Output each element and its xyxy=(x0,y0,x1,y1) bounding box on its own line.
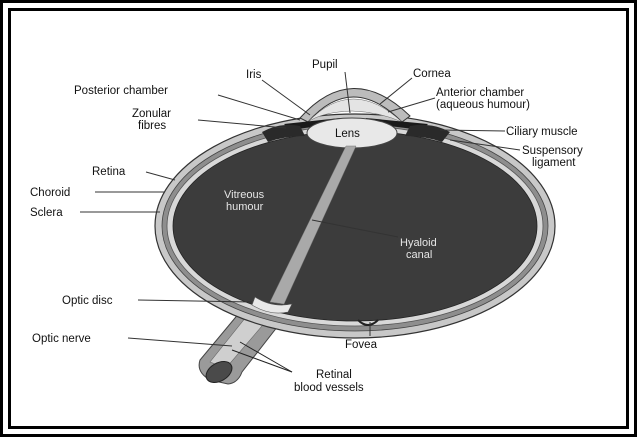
label-suspensory-ligament: Suspensory xyxy=(522,145,583,157)
label-ciliary-muscle: Ciliary muscle xyxy=(506,126,578,138)
label-vitreous-humour: Vitreous xyxy=(224,189,265,201)
label-zonular-fibres: Zonular xyxy=(132,108,171,120)
label-posterior-chamber: Posterior chamber xyxy=(74,85,168,97)
label-pupil: Pupil xyxy=(312,59,338,71)
label-anterior-chamber-sub: (aqueous humour) xyxy=(436,99,530,111)
label-cornea: Cornea xyxy=(413,68,451,80)
label-vitreous-humour-sub: humour xyxy=(226,201,264,213)
label-hyaloid-canal: Hyaloid xyxy=(400,237,437,249)
label-hyaloid-canal-sub: canal xyxy=(406,249,432,261)
label-suspensory-ligament-sub: ligament xyxy=(532,157,576,169)
label-lens: Lens xyxy=(335,128,360,140)
label-optic-disc: Optic disc xyxy=(62,295,113,307)
label-retina: Retina xyxy=(92,166,126,178)
vitreous-body xyxy=(173,131,537,321)
label-fovea: Fovea xyxy=(345,339,378,351)
label-retinal-blood-vessels-sub: blood vessels xyxy=(294,382,364,394)
label-choroid: Choroid xyxy=(30,187,70,199)
label-iris: Iris xyxy=(246,69,262,81)
label-anterior-chamber: Anterior chamber xyxy=(436,87,524,99)
label-retinal-blood-vessels: Retinal xyxy=(316,369,352,381)
label-sclera: Sclera xyxy=(30,207,63,219)
label-zonular-fibres-sub: fibres xyxy=(138,120,166,132)
label-optic-nerve: Optic nerve xyxy=(32,333,91,345)
